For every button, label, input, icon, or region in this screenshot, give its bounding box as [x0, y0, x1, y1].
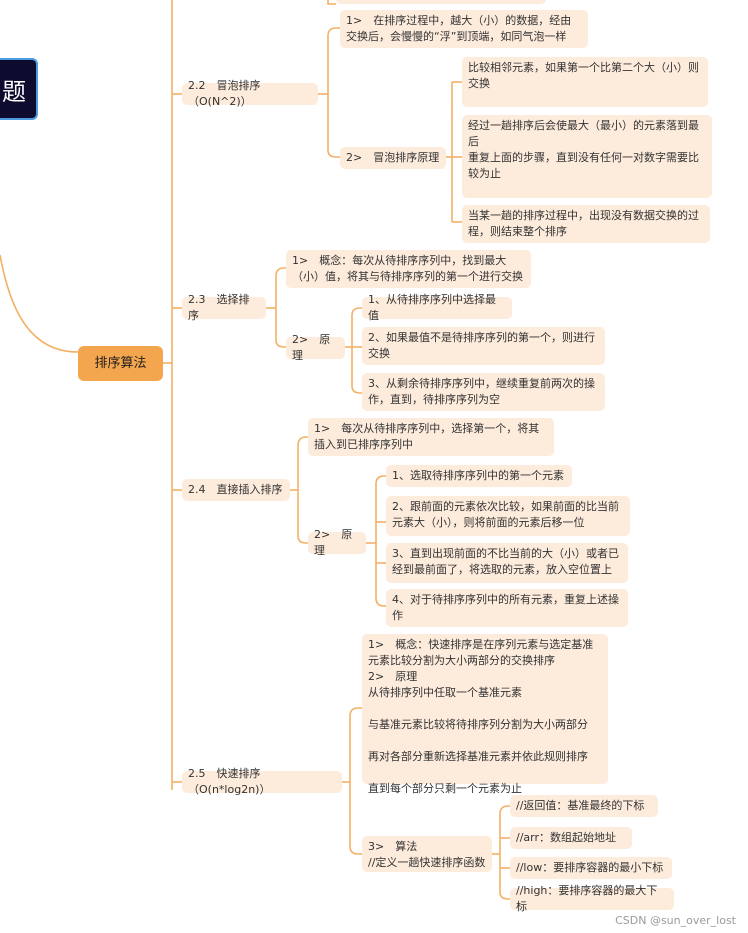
insertion-sort-topic[interactable]: 2.4 直接插入排序	[182, 479, 290, 501]
insertion-step-4[interactable]: 4、对于待排序序列中的所有元素，重复上述操作	[386, 589, 628, 627]
bubble-step-3[interactable]: 当某一趟的排序过程中，出现没有数据交换的过程，则结束整个排序	[462, 205, 710, 243]
selection-step-3[interactable]: 3、从剩余待排序序列中，继续重复前两次的操作，直到，待排序序列为空	[362, 373, 605, 411]
bubble-step-1[interactable]: 比较相邻元素，如果第一个比第二个大（小）则交换	[462, 57, 708, 107]
root-topic[interactable]: 排序算法	[78, 346, 163, 381]
selection-sort-topic[interactable]: 2.3 选择排序	[182, 293, 266, 322]
quick-sort-topic[interactable]: 2.5 快速排序（O(n*log2n)）	[182, 767, 342, 796]
csdn-watermark: CSDN @sun_over_lost	[615, 914, 736, 927]
selection-step-2[interactable]: 2、如果最值不是待排序序列的第一个，则进行交换	[362, 327, 605, 365]
insertion-step-2[interactable]: 2、跟前面的元素依次比较，如果前面的比当前元素大（小），则将前面的元素后移一位	[386, 496, 630, 536]
bubble-principle-node[interactable]: 2> 冒泡排序原理	[340, 147, 446, 169]
bubble-concept-node[interactable]: 1> 在排序过程中，越大（小）的数据，经由交换后，会慢慢的“浮”到顶端，如同气泡…	[340, 10, 588, 48]
quick-param-high[interactable]: //high：要排序容器的最大下标	[510, 884, 674, 913]
insertion-concept-node[interactable]: 1> 每次从待排序序列中，选择第一个，将其插入到已排序序列中	[308, 418, 554, 456]
quick-concept-node[interactable]: 1> 概念：快速排序是在序列元素与选定基准元素比较分割为大小两部分的交换排序 2…	[362, 634, 608, 795]
selection-step-1[interactable]: 1、从待排序序列中选择最值	[362, 293, 512, 322]
bubble-step-2[interactable]: 经过一趟排序后会使最大（最小）的元素落到最后 重复上面的步骤，直到没有任何一对数…	[462, 115, 712, 198]
insertion-principle-node[interactable]: 2> 原理	[308, 528, 366, 557]
partial-topic-node[interactable]: 题	[0, 58, 38, 120]
insertion-step-1[interactable]: 1、选取待排序序列中的第一个元素	[386, 465, 572, 487]
selection-concept-node[interactable]: 1> 概念：每次从待排序序列中，找到最大（小）值，将其与待排序序列的第一个进行交…	[286, 250, 531, 288]
insertion-step-3[interactable]: 3、直到出现前面的不比当前的大（小）或者已经到最前面了，将选取的元素，放入空位置…	[386, 543, 628, 583]
quick-param-arr[interactable]: //arr：数组起始地址	[510, 827, 632, 849]
quick-algorithm-node[interactable]: 3> 算法 //定义一趟快速排序函数	[362, 836, 492, 872]
quick-param-low[interactable]: //low：要排序容器的最小下标	[510, 857, 672, 879]
cut-off-node	[336, 0, 546, 4]
bubble-sort-topic[interactable]: 2.2 冒泡排序（O(N^2)）	[182, 79, 318, 108]
quick-param-return[interactable]: //返回值：基准最终的下标	[510, 795, 658, 817]
selection-principle-node[interactable]: 2> 原理	[286, 333, 345, 362]
